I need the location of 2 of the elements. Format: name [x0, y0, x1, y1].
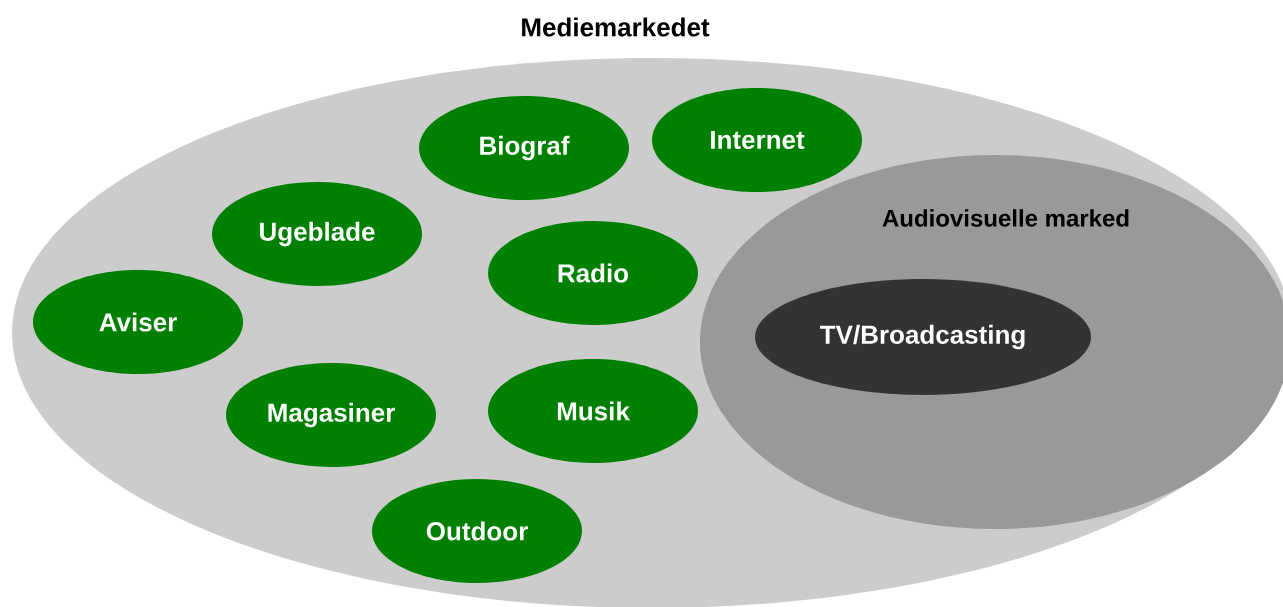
ellipse-title: Mediemarkedet: [522, 17, 710, 37]
ellipse-title: Audiovisuelle marked: [882, 209, 1129, 227]
